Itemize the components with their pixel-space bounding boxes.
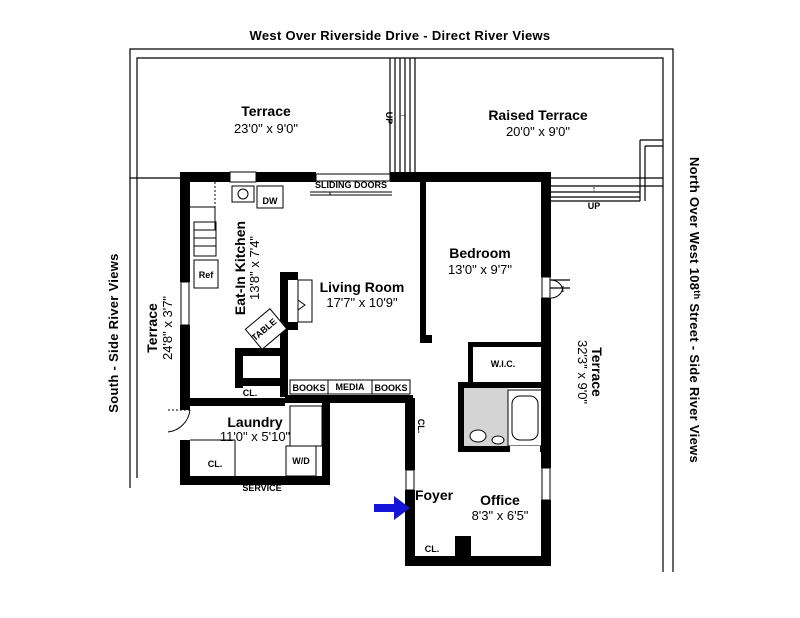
terrace-top-name: Terrace xyxy=(241,103,291,119)
kitchen-closet-label: CL. xyxy=(243,388,258,398)
books-label-right: BOOKS xyxy=(374,383,407,393)
raised-terrace-dim: 20'0" x 9'0" xyxy=(506,124,570,139)
raised-terrace-name: Raised Terrace xyxy=(488,107,588,123)
up-arrow-terrace: → xyxy=(399,109,408,119)
office-closet-label: CL. xyxy=(425,544,440,554)
bedroom-doors xyxy=(550,279,564,299)
office-name: Office xyxy=(480,492,520,508)
terrace-right-dim: 32'3" x 9'0" xyxy=(575,340,590,404)
table xyxy=(244,308,288,350)
orientation-left: South - Side River Views xyxy=(106,253,121,412)
living-name: Living Room xyxy=(320,279,405,295)
sliding-doors-label: SLIDING DOORS xyxy=(315,180,387,190)
terrace-left-dim: 24'8" x 3'7" xyxy=(160,296,175,360)
wd-label: W/D xyxy=(292,456,310,466)
laundry-dim: 11'0" x 5'10" xyxy=(220,429,291,444)
kitchen-counter xyxy=(190,182,284,289)
media-label: MEDIA xyxy=(336,382,366,392)
service-label: SERVICE xyxy=(242,483,281,493)
entry-arrow-icon xyxy=(374,496,410,520)
up-arrow-raised: ↑ xyxy=(592,184,597,194)
wic-label: W.I.C. xyxy=(491,359,516,369)
bedroom-dim: 13'0" x 9'7" xyxy=(448,262,512,277)
walls xyxy=(180,172,551,566)
orientation-top: West Over Riverside Drive - Direct River… xyxy=(250,28,551,43)
living-dim: 17'7" x 10'9" xyxy=(326,295,398,310)
ref-label: Ref xyxy=(199,270,215,280)
bedroom-name: Bedroom xyxy=(449,245,510,261)
media-shelf xyxy=(289,379,411,395)
up-label-terrace: UP xyxy=(384,112,394,125)
terrace-left-name: Terrace xyxy=(144,303,160,353)
foyer-closet-label: CL. xyxy=(416,419,426,434)
orientation-right: North Over West 108th Street - Side Rive… xyxy=(687,157,702,463)
terrace-right-name: Terrace xyxy=(589,347,605,397)
dw-label: DW xyxy=(263,196,278,206)
up-label-raised: UP xyxy=(588,201,601,211)
laundry-fixtures xyxy=(167,405,323,477)
sliding-doors-lines xyxy=(310,191,392,196)
books-label-left: BOOKS xyxy=(292,383,325,393)
terrace-top-dim: 23'0" x 9'0" xyxy=(234,121,298,136)
windows xyxy=(180,171,551,501)
bathroom xyxy=(464,388,543,452)
kitchen-name: Eat-In Kitchen xyxy=(232,221,248,315)
fireplace xyxy=(297,279,313,323)
laundry-name: Laundry xyxy=(227,414,282,430)
foyer-name: Foyer xyxy=(415,487,454,503)
kitchen-dim: 13'8" x 7'4" xyxy=(247,236,262,300)
office-dim: 8'3" x 6'5" xyxy=(472,508,529,523)
laundry-closet-label: CL. xyxy=(208,459,223,469)
terrace-boundary xyxy=(129,48,674,572)
